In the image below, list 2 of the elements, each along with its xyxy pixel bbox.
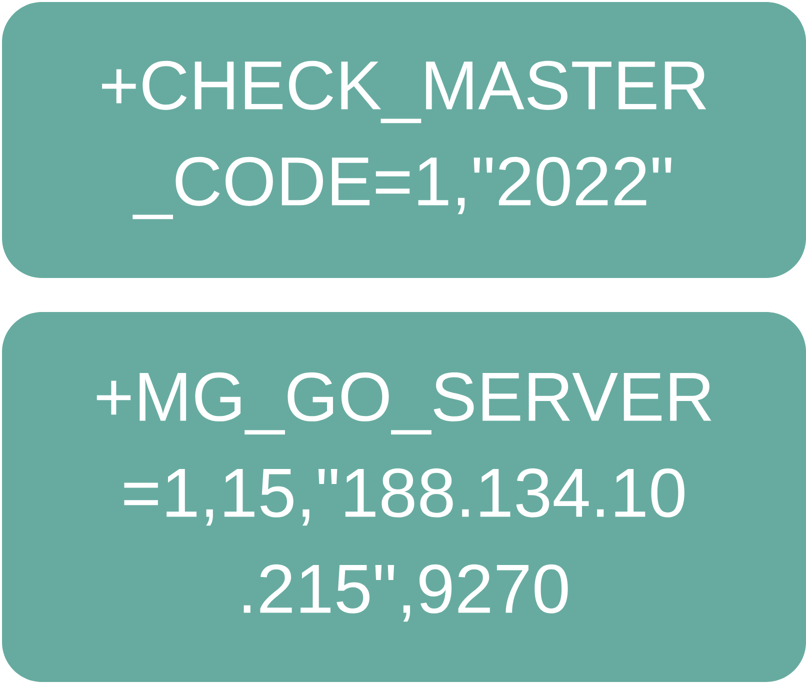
process-box: +CHECK_MASTER _CODE=1,"2022" [2, 2, 806, 278]
process-box: +MG_GO_SERVER =1,15,"188.134.10 .215",9270 [2, 312, 806, 682]
